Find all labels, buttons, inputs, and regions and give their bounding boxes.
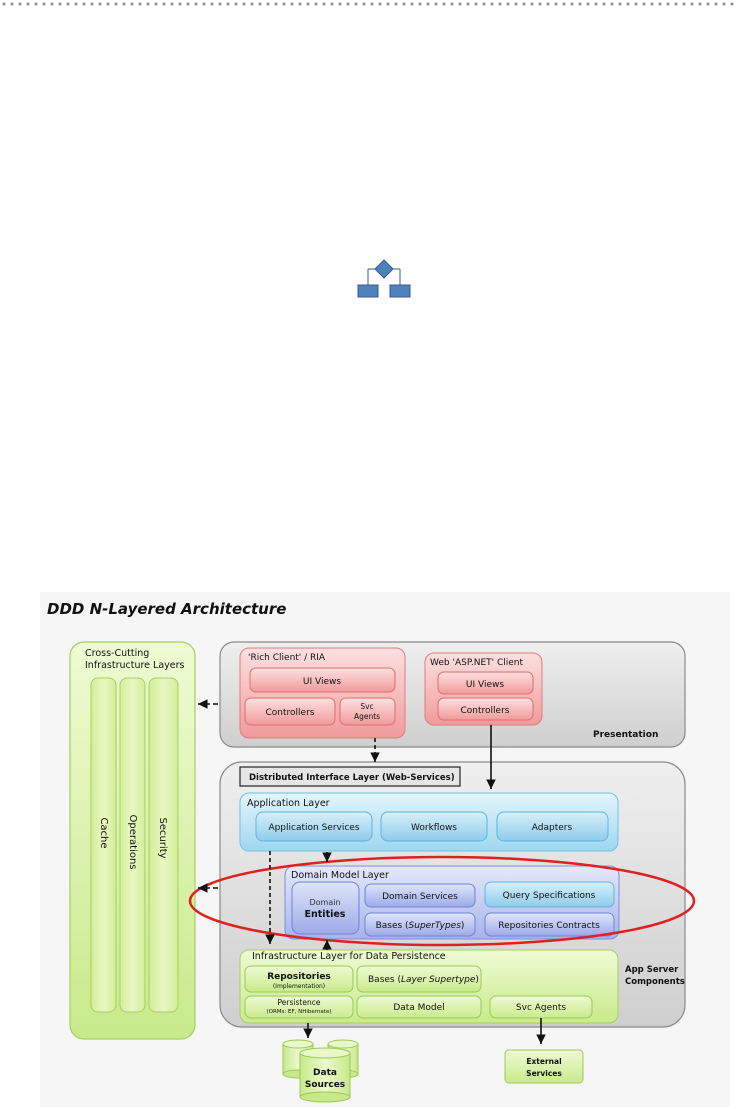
persistence-label: Persistence [278,998,321,1007]
distributed-interface-label: Distributed Interface Layer (Web-Service… [249,773,455,783]
repositories-impl-box [244,965,354,993]
infra-bases-label: Bases (Layer Supertype) [368,975,479,985]
domain-model-layer-title: Domain Model Layer [291,870,389,881]
cross-cutting-subtitle: Infrastructure Layers [85,660,185,671]
domain-bases-label: Bases (SuperTypes) [376,921,465,931]
domain-entities-label-2: Entities [305,909,346,920]
data-sources-icon: Data Sources [282,1039,359,1103]
adapters-label: Adapters [532,823,573,833]
web-controllers-box [437,697,534,721]
app-server-label-2: Components [625,977,685,987]
domain-services-box [364,883,476,908]
rich-client-title: 'Rich Client' / RIA [248,653,326,663]
infrastructure-layer-title: Infrastructure Layer for Data Persistenc… [252,951,446,962]
data-model-box [356,995,482,1019]
data-sources-label-2: Sources [305,1080,345,1090]
application-services-label: Application Services [268,823,359,833]
query-specifications-box [484,881,615,908]
highlight-ellipse [188,855,696,947]
cross-cutting-layers: Cross-Cutting Infrastructure Layers Cach… [69,641,196,1040]
connector-arrows [198,699,546,1044]
rich-svc-agents-label-1: Svc [360,702,373,711]
figure-title: DDD N-Layered Architecture [47,600,286,618]
infra-svc-agents-label: Svc Agents [516,1003,566,1013]
repositories-contracts-label: Repositories Contracts [498,921,600,931]
data-model-label: Data Model [393,1003,444,1013]
web-ui-views-box [437,671,534,695]
web-client-box: Web 'ASP.NET' Client UI Views Controller… [424,652,543,726]
external-services-label-1: External [526,1057,561,1066]
operations-column [119,677,146,1013]
domain-bases-box [364,912,476,937]
presentation-label: Presentation [593,730,658,740]
infrastructure-layer: Infrastructure Layer for Data Persistenc… [239,949,619,1024]
app-server-components: App Server Components Distributed Interf… [219,761,686,1028]
data-sources-label-1: Data [313,1068,337,1078]
rich-client-box: 'Rich Client' / RIA UI Views Controllers… [239,647,406,739]
security-column [148,677,179,1013]
domain-entities-box [291,881,360,935]
external-services-label-2: Services [526,1069,562,1078]
workflows-label: Workflows [411,823,457,833]
cache-label: Cache [98,817,109,848]
external-services-box: External Services [504,1049,584,1084]
domain-model-layer: Domain Model Layer Domain Entities Domai… [284,865,620,940]
domain-entities-label-1: Domain [309,898,340,907]
presentation-layer: Presentation 'Rich Client' / RIA UI View… [219,641,686,748]
rich-ui-views-label: UI Views [303,677,341,687]
cache-column [90,677,117,1013]
web-ui-views-label: UI Views [466,680,504,690]
cross-cutting-title: Cross-Cutting [85,648,149,659]
app-server-label-1: App Server [625,965,679,975]
rich-ui-views-box [249,667,396,693]
domain-services-label: Domain Services [382,892,458,902]
rich-controllers-label: Controllers [266,708,315,718]
repositories-impl-sublabel: (Implementation) [273,983,325,990]
rich-svc-agents-label-2: Agents [354,712,380,721]
repositories-impl-label: Repositories [267,972,331,982]
query-specifications-label: Query Specifications [503,891,596,901]
operations-label: Operations [127,815,138,870]
adapters-box [496,811,609,842]
flowchart-icon [357,259,411,298]
application-layer: Application Layer Application Services W… [239,792,619,852]
persistence-sublabel: (ORMs: EF, NHibernate) [266,1009,331,1015]
rich-controllers-box [244,697,336,726]
distributed-interface-box [239,766,461,787]
infra-bases-box [356,965,482,993]
rich-svc-agents-box [339,697,396,726]
application-layer-title: Application Layer [247,798,330,809]
security-label: Security [157,817,168,858]
web-controllers-label: Controllers [461,706,510,716]
dotted-header-border [0,0,735,8]
application-services-box [255,811,373,842]
web-client-title: Web 'ASP.NET' Client [430,658,523,668]
repositories-contracts-box [484,912,615,937]
workflows-box [380,811,488,842]
persistence-box [244,995,354,1019]
